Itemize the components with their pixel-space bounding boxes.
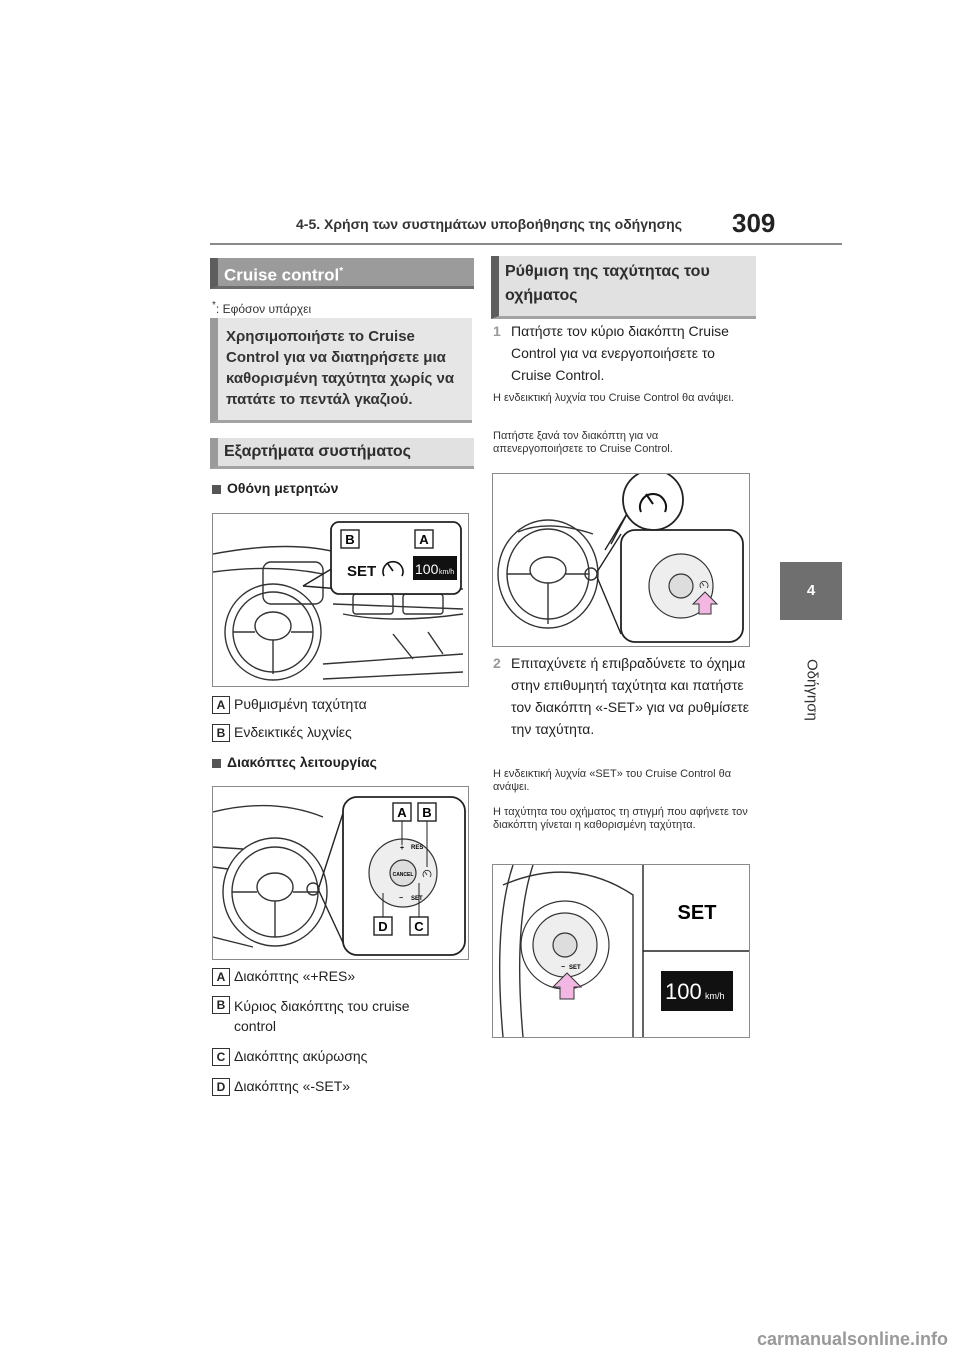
callout-a bbox=[414, 529, 434, 549]
cruise-heading-sup: * bbox=[339, 266, 344, 277]
chapter-label: Οδήγηση bbox=[803, 659, 821, 721]
set-indicator: SET bbox=[678, 902, 717, 924]
item-text: Ενδεικτικές λυχνίες bbox=[234, 724, 352, 740]
intro-box: Χρησιμοποιήστε το Cruise Control για να … bbox=[210, 318, 472, 423]
item-letter: B bbox=[212, 724, 230, 743]
switch-cluster: CANCEL RES + SET − bbox=[368, 838, 438, 908]
item-text: Κύριος διακόπτης του cruise control bbox=[234, 998, 410, 1034]
switches-figure: CANCEL RES + SET − A B D C bbox=[212, 786, 469, 960]
dashboard-illustration: B A SET 100 km/h bbox=[213, 521, 464, 681]
footnote-text: : Εφόσον υπάρχει bbox=[215, 302, 312, 316]
press-arrow-icon bbox=[551, 972, 583, 1000]
watermark: carmanualsonline.info bbox=[756, 1329, 948, 1349]
set-speed-unit: km/h bbox=[705, 991, 725, 1001]
callout-a-text: A bbox=[419, 532, 429, 547]
switch-subheading: Διακόπτες λειτουργίας bbox=[212, 754, 377, 770]
steering-wheel-illustration: CANCEL RES + SET − A B D C bbox=[213, 796, 466, 956]
set-switch-label: SET bbox=[569, 965, 581, 971]
chapter-tab: 4 bbox=[780, 562, 842, 620]
switch-subheading-text: Διακόπτες λειτουργίας bbox=[227, 754, 377, 770]
step-text: Επιταχύνετε ή επιβραδύνετε το όχημα στην… bbox=[511, 655, 749, 737]
note-press-again: Πατήστε ξανά τον διακόπτη για να απενεργ… bbox=[493, 430, 673, 455]
speed-setting-heading: Ρύθμιση της ταχύτητας του οχήματος bbox=[491, 256, 756, 319]
step-2: 2 Επιταχύνετε ή επιβραδύνετε το όχημα στ… bbox=[493, 652, 751, 740]
running-header: 4-5. Χρήση των συστημάτων υποβοήθησης τη… bbox=[296, 216, 682, 232]
availability-footnote: *: Εφόσον υπάρχει bbox=[212, 300, 311, 316]
page-number: 309 bbox=[732, 208, 776, 238]
components-heading: Εξαρτήματα συστήματος bbox=[210, 438, 474, 469]
res-label: RES bbox=[411, 845, 423, 851]
minus-icon: − bbox=[399, 895, 403, 902]
note-indicator-on: Η ενδεικτική λυχνία του Cruise Control θ… bbox=[493, 392, 734, 404]
set-speed-value: 100 bbox=[415, 561, 439, 577]
item-letter: D bbox=[212, 1078, 230, 1097]
item-letter: B bbox=[212, 996, 230, 1014]
step-text: Πατήστε τον κύριο διακόπτη Cruise Contro… bbox=[511, 323, 729, 383]
plus-icon: + bbox=[400, 845, 404, 852]
press-arrow-icon bbox=[691, 591, 719, 615]
gauge-subheading-text: Οθόνη μετρητών bbox=[227, 480, 339, 496]
note-set-indicator: Η ενδεικτική λυχνία «SET» του Cruise Con… bbox=[493, 768, 732, 793]
header-rule bbox=[210, 243, 842, 245]
cruise-switch-icon bbox=[699, 580, 709, 589]
set-switch-illustration: − SET SET 100 km/h bbox=[498, 865, 749, 1037]
callout-a-text: A bbox=[397, 805, 407, 820]
item-letter: A bbox=[212, 968, 230, 987]
item-text: Διακόπτης «-SET» bbox=[234, 1078, 351, 1094]
item-text: Διακόπτης «+RES» bbox=[234, 968, 356, 984]
callout-b bbox=[340, 529, 360, 549]
item-text: Διακόπτης ακύρωσης bbox=[234, 1048, 368, 1064]
cruise-indicator-icon bbox=[639, 493, 667, 513]
set-speed-unit: km/h bbox=[439, 569, 454, 576]
item-text: Ρυθμισμένη ταχύτητα bbox=[234, 696, 367, 712]
meter-display-figure: B A SET 100 km/h bbox=[212, 513, 469, 687]
callout-b-text: B bbox=[345, 532, 354, 547]
step-number: 2 bbox=[493, 655, 501, 671]
note-set-speed: Η ταχύτητα του οχήματος τη στιγμή που αφ… bbox=[493, 806, 748, 831]
main-switch-figure bbox=[492, 473, 750, 647]
set-switch-label: SET bbox=[411, 896, 423, 902]
minus-icon: − bbox=[561, 964, 565, 971]
cancel-label: CANCEL bbox=[393, 872, 414, 878]
bullet-square-icon bbox=[212, 484, 221, 494]
cruise-main-switch-icon bbox=[422, 869, 432, 878]
cruise-control-heading: Cruise control* bbox=[210, 258, 474, 289]
gauge-subheading: Οθόνη μετρητών bbox=[212, 480, 338, 496]
cruise-gauge-icon bbox=[382, 560, 404, 577]
step-number: 1 bbox=[493, 323, 501, 339]
set-speed-value: 100 bbox=[665, 979, 702, 1004]
callout-d-text: D bbox=[378, 919, 387, 934]
item-letter: C bbox=[212, 1048, 230, 1067]
footnote-mark: * bbox=[212, 300, 216, 311]
callout-b-text: B bbox=[422, 805, 431, 820]
set-switch-figure: − SET SET 100 km/h bbox=[492, 864, 750, 1038]
step-1: 1 Πατήστε τον κύριο διακόπτη Cruise Cont… bbox=[493, 320, 751, 386]
cruise-heading-text: Cruise control bbox=[224, 265, 340, 285]
item-letter: A bbox=[212, 696, 230, 715]
bullet-square-icon bbox=[212, 758, 221, 768]
main-switch-illustration bbox=[497, 474, 744, 643]
set-indicator: SET bbox=[347, 563, 376, 580]
callout-c-text: C bbox=[414, 919, 424, 934]
